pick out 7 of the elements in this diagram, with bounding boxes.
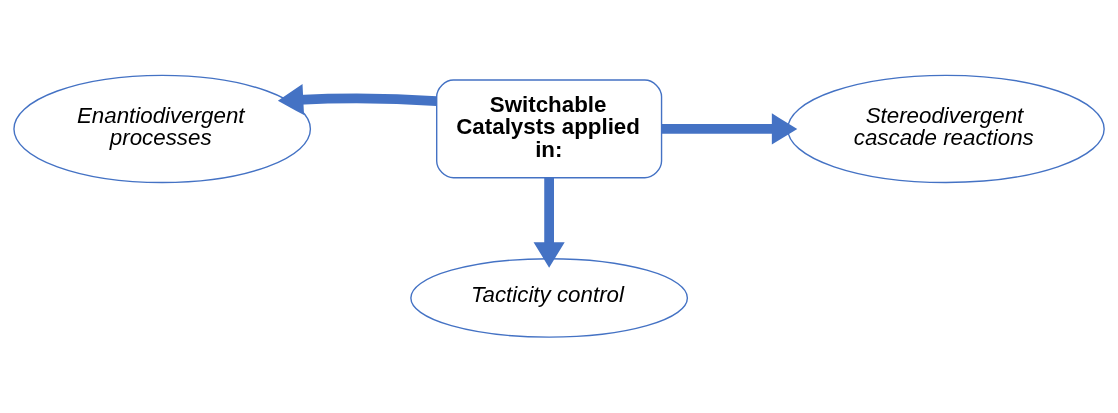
node-ellipse: Stereodivergent cascade reactions: [787, 74, 1105, 184]
node-box: Switchable Catalysts applied in:: [436, 79, 663, 179]
arrow: [661, 113, 798, 145]
node-ellipse: Enantiodivergent processes: [13, 74, 312, 184]
arrow: [277, 83, 437, 116]
node-ellipse: Tacticity control: [410, 258, 689, 338]
arrow: [533, 177, 565, 268]
